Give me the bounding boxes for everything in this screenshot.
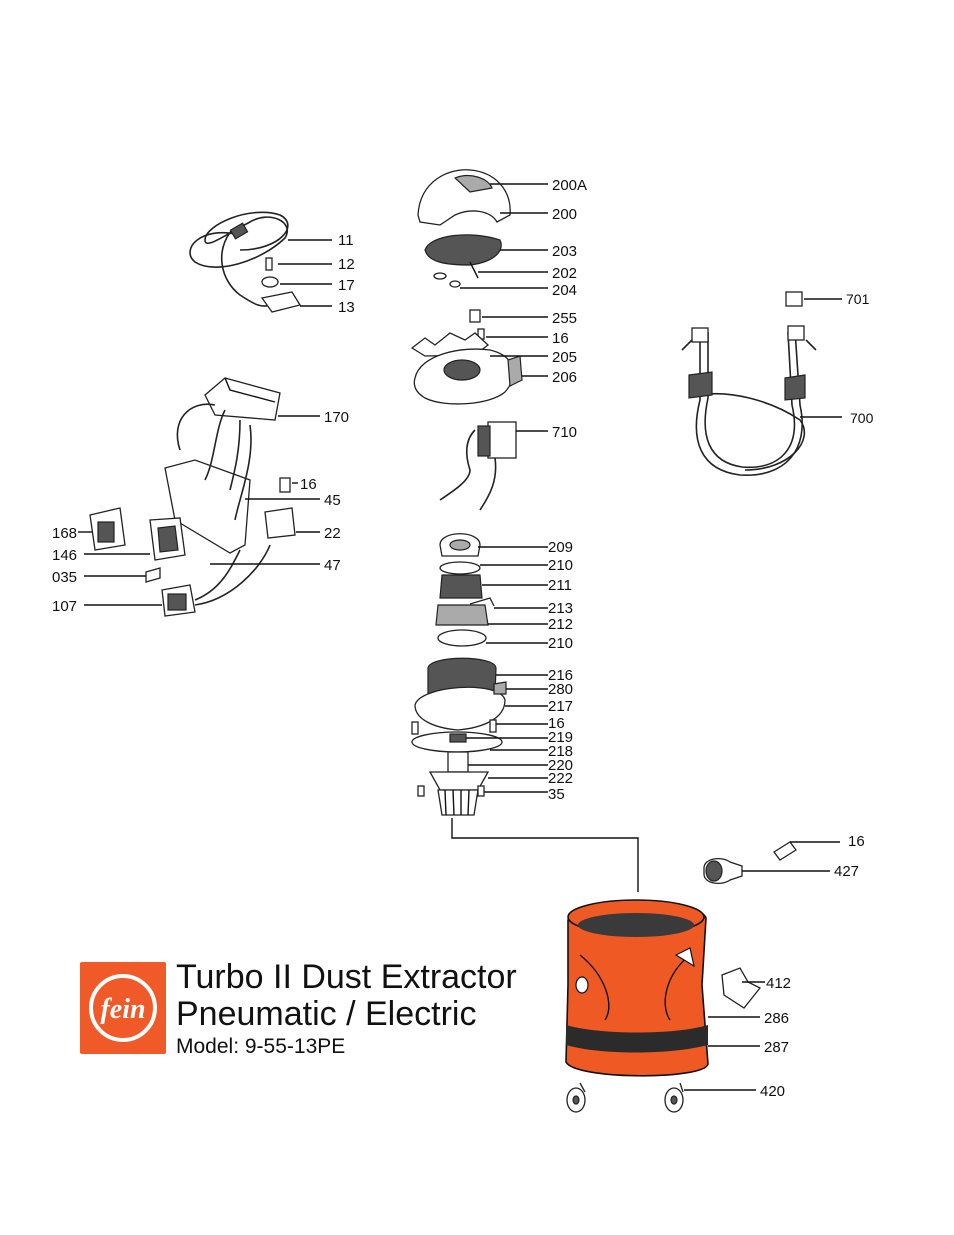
label-220: 220	[548, 757, 573, 774]
label-217: 217	[548, 698, 573, 715]
label-200: 200	[552, 206, 577, 223]
label-17: 17	[338, 277, 355, 294]
label-412: 412	[766, 975, 791, 992]
canister-assembly	[565, 899, 762, 1113]
label-280: 280	[548, 681, 573, 698]
label-210-upper: 210	[548, 557, 573, 574]
label-168: 168	[52, 525, 77, 542]
label-107: 107	[52, 598, 77, 615]
label-710: 710	[552, 424, 577, 441]
motor-stack-assembly	[411, 533, 507, 816]
label-210-lower: 210	[548, 635, 573, 652]
caster-left	[566, 1082, 586, 1113]
label-212: 212	[548, 616, 573, 633]
label-16-switch: 16	[300, 476, 317, 493]
label-216: 216	[548, 667, 573, 684]
caster-right	[664, 1082, 684, 1113]
label-211: 211	[548, 577, 572, 594]
label-202: 202	[552, 265, 577, 282]
label-47: 47	[324, 557, 341, 574]
label-222: 222	[548, 770, 573, 787]
assembly-connector-line	[451, 818, 639, 892]
fein-logo-icon: fein	[80, 962, 166, 1054]
label-11: 11	[338, 232, 354, 249]
pneumatic-hose-assembly	[681, 291, 817, 476]
label-205: 205	[552, 349, 577, 366]
label-206: 206	[552, 369, 577, 386]
label-146: 146	[52, 547, 77, 564]
electrical-switch-assembly	[89, 377, 296, 617]
label-16-stack: 16	[548, 715, 565, 732]
label-701: 701	[846, 291, 870, 307]
label-170: 170	[324, 409, 349, 426]
label-287: 287	[764, 1039, 789, 1056]
outlet-fitting-assembly	[703, 841, 797, 885]
label-203: 203	[552, 243, 577, 260]
label-213: 213	[548, 600, 573, 617]
label-420: 420	[760, 1083, 785, 1100]
label-286: 286	[764, 1010, 789, 1027]
label-22: 22	[324, 525, 341, 542]
title-type: Pneumatic / Electric	[176, 995, 477, 1033]
power-cord-assembly	[189, 211, 302, 313]
title-product: Turbo II Dust Extractor	[176, 958, 517, 996]
label-700: 700	[850, 410, 874, 426]
label-219: 219	[548, 729, 573, 746]
label-16-outlet: 16	[848, 833, 865, 850]
title-model: Model: 9-55-13PE	[176, 1035, 346, 1058]
label-13: 13	[338, 299, 355, 316]
title-block: fein Turbo II Dust Extractor Pneumatic /…	[80, 958, 560, 1062]
label-255: 255	[552, 310, 577, 327]
motor-cover-assembly	[410, 169, 523, 511]
label-45: 45	[324, 492, 341, 509]
label-204: 204	[552, 282, 577, 299]
label-035: 035	[52, 569, 77, 586]
label-209: 209	[548, 539, 573, 556]
label-35: 35	[548, 786, 565, 803]
label-200a: 200A	[552, 177, 587, 194]
label-12: 12	[338, 256, 355, 273]
label-218: 218	[548, 743, 573, 760]
label-16-head: 16	[552, 330, 569, 347]
logo-text: fein	[100, 994, 145, 1025]
label-427: 427	[834, 863, 859, 880]
